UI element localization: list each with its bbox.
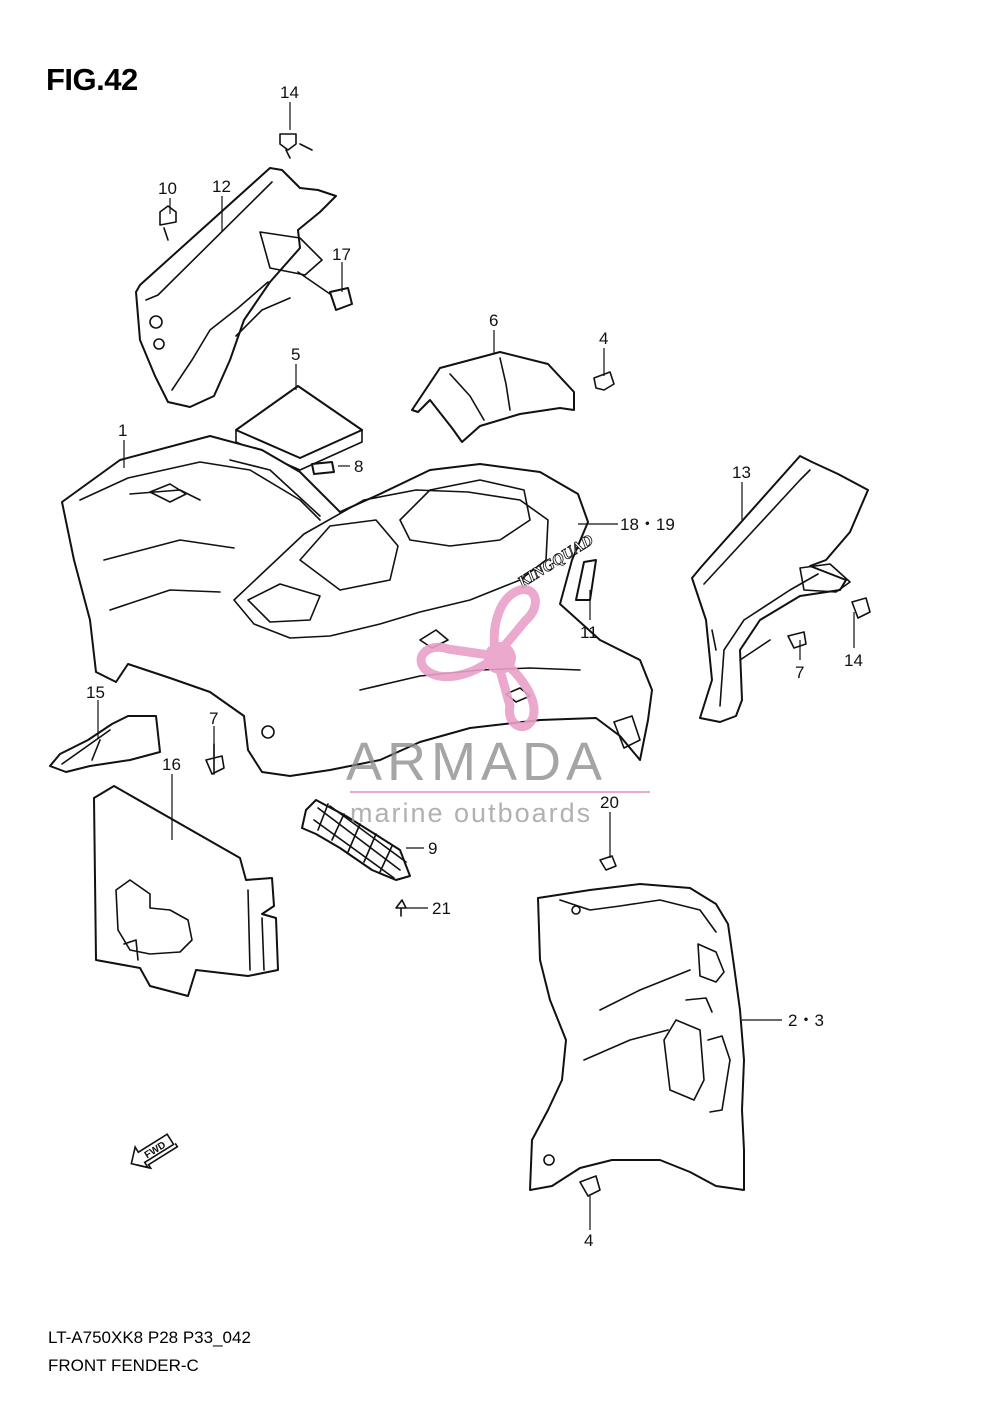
label-1: 1	[118, 421, 127, 440]
part-16-under-panel[interactable]	[93, 785, 279, 997]
part-6-center-cover[interactable]	[411, 351, 575, 443]
label-10: 10	[158, 179, 177, 198]
part-9-grille[interactable]	[301, 799, 411, 881]
part-15-bracket[interactable]	[49, 715, 161, 773]
label-21: 21	[432, 899, 451, 918]
part-20-clip[interactable]	[599, 855, 617, 871]
part-4-top-clip[interactable]	[593, 371, 615, 391]
fwd-arrow-icon: FWD	[130, 1133, 179, 1170]
label-6: 6	[489, 311, 498, 330]
label-20: 20	[600, 793, 619, 812]
label-4-top: 4	[599, 329, 608, 348]
part-12-left-side-panel[interactable]	[135, 167, 337, 408]
label-14-top: 14	[280, 83, 299, 102]
label-9: 9	[428, 839, 437, 858]
propeller-logo-icon	[416, 585, 540, 731]
part-8-cushion[interactable]	[311, 461, 335, 475]
part-14-top-clip[interactable]	[279, 133, 313, 159]
part-labels: 1 14 10 12 17 5 6 4 8 18・19 11 13 14 7 1…	[86, 83, 863, 1250]
label-2-3: 2・3	[788, 1011, 824, 1030]
part-5-lid[interactable]	[235, 385, 363, 471]
watermark-brand: ARMADA	[346, 732, 607, 792]
armada-watermark: ARMADA marine outboards	[346, 585, 650, 828]
model-code: LT-A750XK8 P28 P33_042	[48, 1328, 251, 1347]
part-17-cushion[interactable]	[297, 271, 353, 311]
leader-lines	[97, 102, 855, 1230]
label-14-right: 14	[844, 651, 863, 670]
watermark-tagline: marine outboards	[350, 798, 592, 828]
label-16: 16	[162, 755, 181, 774]
part-21-screw[interactable]	[395, 899, 407, 917]
part-2-3-inner-fender[interactable]	[529, 883, 745, 1191]
part-14-right-clip[interactable]	[851, 597, 871, 619]
label-18-19: 18・19	[620, 515, 675, 534]
part-10-clip[interactable]	[159, 205, 177, 241]
diagram-name: FRONT FENDER-C	[48, 1356, 199, 1375]
label-15: 15	[86, 683, 105, 702]
part-7-left-clip[interactable]	[205, 743, 225, 775]
label-12: 12	[212, 177, 231, 196]
label-5: 5	[291, 345, 300, 364]
label-8: 8	[354, 457, 363, 476]
label-17: 17	[332, 245, 351, 264]
part-7-right-clip[interactable]	[787, 631, 807, 649]
part-13-right-side-panel[interactable]	[691, 455, 869, 723]
label-4-bottom: 4	[584, 1231, 593, 1250]
figure-title: FIG.42	[46, 62, 138, 97]
label-7-right: 7	[795, 663, 804, 682]
part-11-reflector[interactable]	[575, 559, 597, 601]
label-13: 13	[732, 463, 751, 482]
label-7-left: 7	[209, 709, 218, 728]
label-11: 11	[580, 623, 598, 642]
part-4-bottom-clip[interactable]	[579, 1175, 601, 1197]
